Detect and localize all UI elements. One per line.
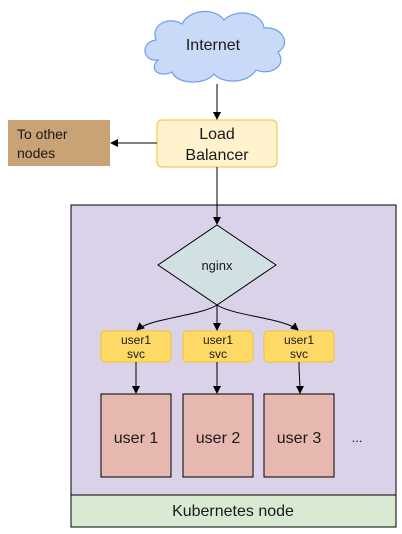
other-nodes-line1: To other [17,126,68,142]
cloud-icon [144,10,286,83]
service-label-line1: user1 [203,333,233,347]
service-box: user1 svc [182,330,254,363]
other-nodes-line2: nodes [17,145,55,161]
service-label-line2: svc [209,347,227,361]
user-pod-label: user 2 [196,430,241,447]
service-box: user1 svc [100,330,172,363]
load-balancer: Load Balancer [156,119,278,168]
user-pod-label: user 1 [114,430,159,447]
nginx-router: nginx [157,224,277,306]
internet-label: Internet [186,37,241,54]
nginx-label: nginx [201,258,233,273]
service-box: user1 svc [263,330,335,363]
service-label-line2: svc [290,347,308,361]
kubernetes-node-footer [70,494,397,528]
more-users-ellipsis: ... [352,430,363,445]
load-balancer-line1: Load [199,126,235,143]
arrow-svc-to-user-3 [295,361,304,394]
user-pod: user 1 [100,393,172,478]
arrow-nginx-to-svc-1 [136,304,218,331]
user-pod: user 2 [182,393,254,478]
service-label-line2: svc [127,347,145,361]
service-label-line1: user1 [284,333,314,347]
connectors [110,84,304,394]
user-pod-label: user 3 [277,430,322,447]
other-nodes-box: To other nodes [8,120,110,166]
internet-cloud: Internet [144,10,286,83]
service-label-line1: user1 [121,333,151,347]
kubernetes-node-label: Kubernetes node [172,503,294,520]
user-pod: user 3 [263,393,335,478]
arrow-nginx-to-svc-3 [216,304,299,331]
load-balancer-line2: Balancer [185,147,249,164]
